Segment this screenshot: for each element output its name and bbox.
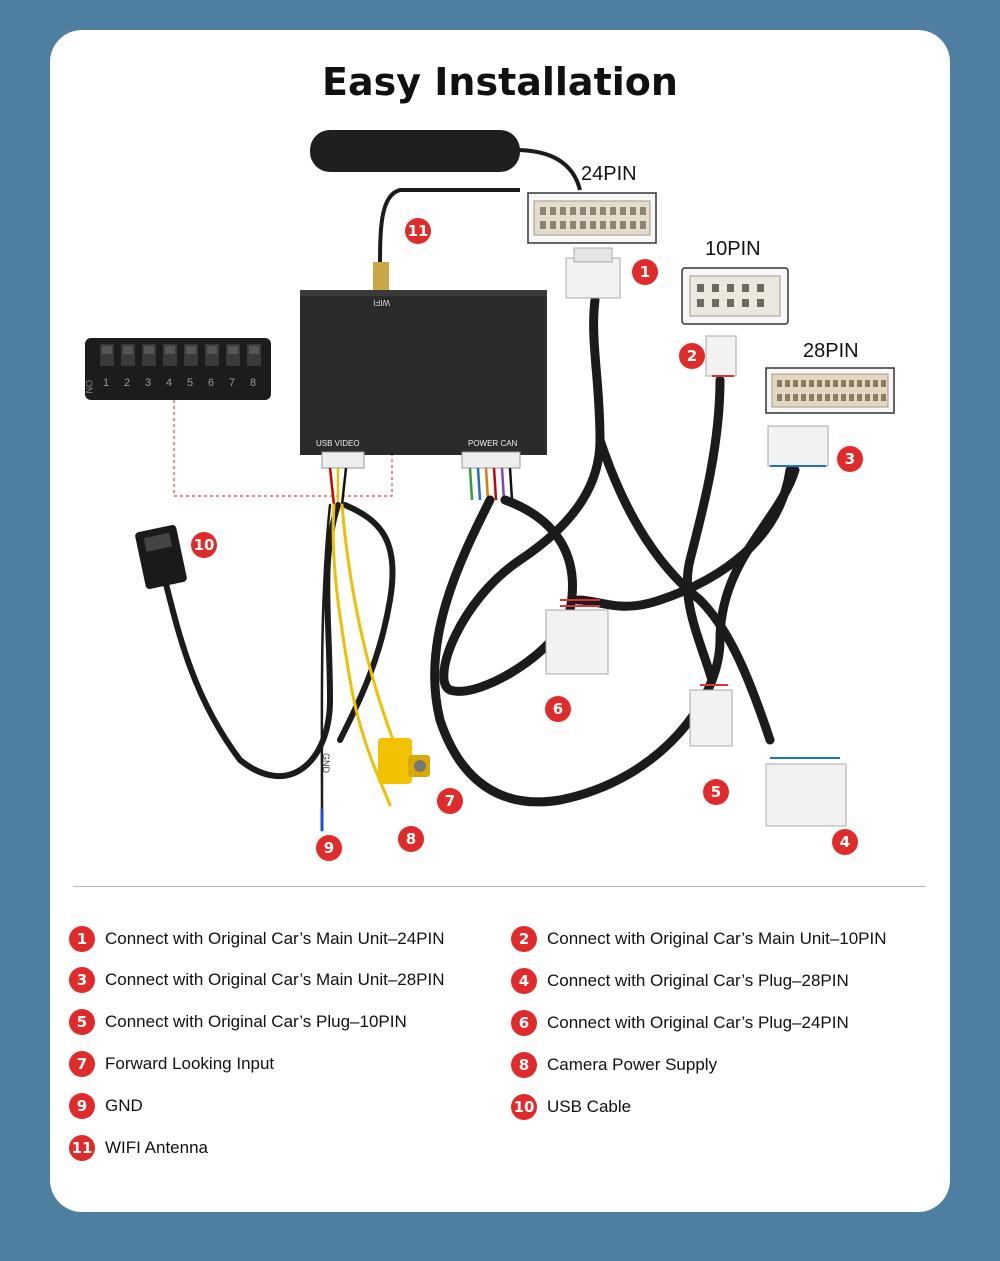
dip-callout-line bbox=[173, 400, 393, 497]
legend-badge: 10 bbox=[511, 1094, 537, 1120]
label-28pin: 28PIN bbox=[803, 340, 859, 362]
usb-video-port-label: USB VIDEO bbox=[316, 439, 360, 448]
wifi-antenna bbox=[310, 130, 582, 292]
legend-item: 6 Connect with Original Car’s Plug–24PIN bbox=[511, 1010, 849, 1036]
badge-1: 1 bbox=[632, 259, 658, 285]
legend-text: Connect with Original Car’s Main Unit–10… bbox=[547, 929, 887, 948]
legend-text: Connect with Original Car’s Main Unit–24… bbox=[105, 929, 445, 948]
usb-cable bbox=[162, 502, 396, 780]
gnd-tag: GND bbox=[321, 753, 331, 774]
legend-item: 7 Forward Looking Input bbox=[69, 1051, 274, 1077]
dip-number: 6 bbox=[208, 377, 214, 389]
legend-text: USB Cable bbox=[547, 1097, 632, 1116]
legend-badge: 9 bbox=[69, 1093, 95, 1119]
dip-number: 7 bbox=[229, 377, 235, 389]
connector-24pin-detail bbox=[527, 192, 657, 244]
badge-10: 10 bbox=[191, 532, 217, 558]
legend-item: 10 USB Cable bbox=[511, 1094, 631, 1120]
legend-item: 3 Connect with Original Car’s Main Unit–… bbox=[69, 967, 445, 993]
label-24pin: 24PIN bbox=[581, 163, 637, 185]
legend-text: Connect with Original Car’s Plug–28PIN bbox=[547, 971, 849, 990]
badge-3: 3 bbox=[837, 446, 863, 472]
legend-text: Connect with Original Car’s Main Unit–28… bbox=[105, 970, 445, 989]
dip-switch: ON 1 2 3 4 5 6 7 8 bbox=[84, 338, 271, 400]
dip-on-label: ON bbox=[84, 380, 94, 394]
dip-number: 3 bbox=[145, 377, 151, 389]
main-harness bbox=[430, 295, 800, 807]
rca-connector bbox=[378, 738, 430, 784]
legend-badge: 4 bbox=[511, 968, 537, 994]
power-can-port-label: POWER CAN bbox=[468, 439, 518, 448]
connector-28pin-detail bbox=[765, 367, 895, 414]
legend-text: GND bbox=[105, 1096, 143, 1115]
badge-5: 5 bbox=[703, 779, 729, 805]
legend-item: 9 GND bbox=[69, 1093, 143, 1119]
legend-badge: 1 bbox=[69, 926, 95, 952]
legend-item: 4 Connect with Original Car’s Plug–28PIN bbox=[511, 968, 849, 994]
badge-4: 4 bbox=[832, 829, 858, 855]
legend-text: Camera Power Supply bbox=[547, 1055, 718, 1074]
dip-number: 8 bbox=[250, 377, 256, 389]
badge-11: 11 bbox=[405, 218, 431, 244]
usb-plug bbox=[135, 525, 187, 589]
camera-wires bbox=[320, 503, 397, 832]
legend-item: 11 WIFI Antenna bbox=[69, 1135, 208, 1161]
harness-wire-colors bbox=[560, 375, 840, 759]
legend-badge: 2 bbox=[511, 926, 537, 952]
badge-6: 6 bbox=[545, 696, 571, 722]
interface-box: WIFI USB VIDEO POWER CAN bbox=[300, 290, 547, 469]
wifi-port-label: WIFI bbox=[373, 298, 390, 307]
harness-connectors bbox=[545, 247, 847, 827]
dip-number: 2 bbox=[124, 377, 130, 389]
legend-text: Connect with Original Car’s Plug–10PIN bbox=[105, 1012, 407, 1031]
legend-text: Forward Looking Input bbox=[105, 1054, 275, 1073]
legend-item: 2 Connect with Original Car’s Main Unit–… bbox=[511, 926, 887, 952]
divider bbox=[73, 886, 926, 887]
legend-item: 5 Connect with Original Car’s Plug–10PIN bbox=[69, 1009, 407, 1035]
legend-text: WIFI Antenna bbox=[105, 1138, 208, 1157]
legend-badge: 8 bbox=[511, 1052, 537, 1078]
page-title: Easy Installation bbox=[322, 60, 678, 104]
dip-number: 4 bbox=[166, 377, 172, 389]
legend-badge: 11 bbox=[69, 1135, 95, 1161]
badge-7: 7 bbox=[437, 788, 463, 814]
legend-badge: 3 bbox=[69, 967, 95, 993]
legend-text: Connect with Original Car’s Plug–24PIN bbox=[547, 1013, 849, 1032]
legend-badge: 7 bbox=[69, 1051, 95, 1077]
badge-2: 2 bbox=[679, 343, 705, 369]
legend-item: 1 Connect with Original Car’s Main Unit–… bbox=[69, 926, 445, 952]
legend-badge: 6 bbox=[511, 1010, 537, 1036]
connector-10pin-detail bbox=[681, 267, 789, 325]
wiring-diagram: ON 1 2 3 4 5 6 7 8 WIFI USB VIDEO POWER … bbox=[84, 130, 895, 832]
badge-9: 9 bbox=[316, 835, 342, 861]
dip-number: 1 bbox=[103, 377, 109, 389]
legend-badge: 5 bbox=[69, 1009, 95, 1035]
badge-8: 8 bbox=[398, 826, 424, 852]
label-10pin: 10PIN bbox=[705, 238, 761, 260]
content-card bbox=[50, 30, 950, 1212]
port-wires bbox=[328, 467, 514, 506]
dip-number: 5 bbox=[187, 377, 193, 389]
legend-item: 8 Camera Power Supply bbox=[511, 1052, 717, 1078]
